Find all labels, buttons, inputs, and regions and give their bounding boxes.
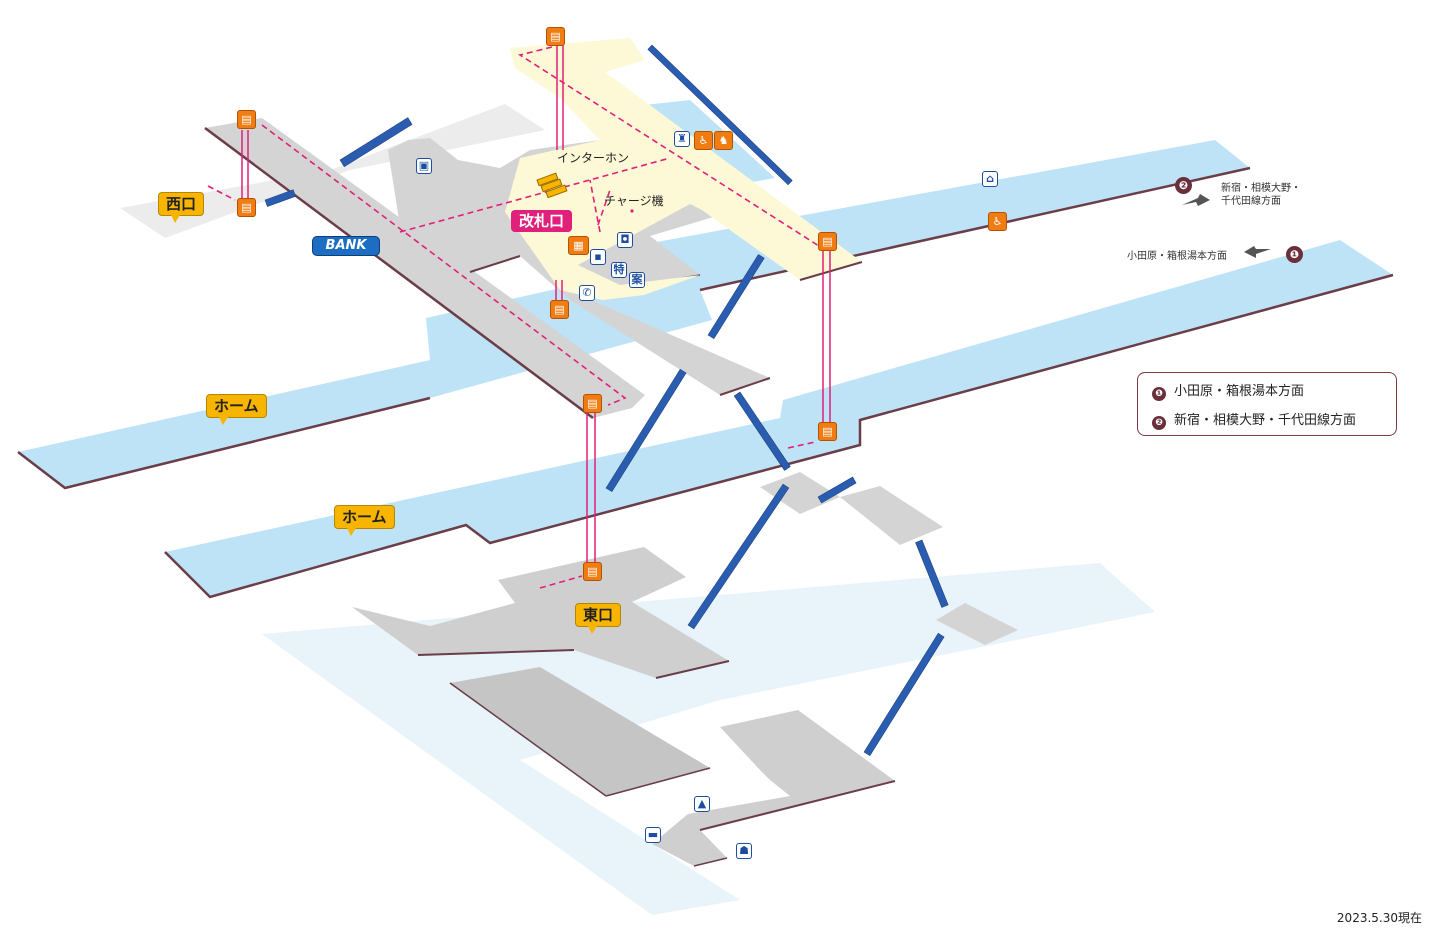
accessible-route <box>207 46 823 589</box>
elevator-icon: ▤ <box>237 110 256 129</box>
ticket-machine-icon: ▦ <box>568 236 589 255</box>
west-concourse <box>205 118 645 418</box>
legend-text-2: 新宿・相模大野・千代田線方面 <box>1174 413 1357 428</box>
direction-north-line2: 千代田線方面 <box>1221 196 1281 207</box>
ticket-gate-label: 改札口 <box>511 210 573 232</box>
direction-south-text: 小田原・箱根湯本方面 <box>1127 251 1227 262</box>
elevator-icon: ▤ <box>818 422 837 441</box>
toilet-icon: ♜ <box>674 131 690 147</box>
elevator-shafts <box>241 45 831 570</box>
taxi-icon: ▲ <box>694 796 710 812</box>
legend-number-2: ❷ <box>1152 416 1166 430</box>
stair-landing-1 <box>760 472 840 514</box>
direction-north-line1: 新宿・相模大野・ <box>1221 183 1301 194</box>
police-icon: ☗ <box>736 843 752 859</box>
wheelchair-space-icon: ♿ <box>988 212 1007 231</box>
elevator-icon: ▤ <box>546 27 565 46</box>
ticket-office-icon: ▪ <box>590 249 606 265</box>
legend-number-1: ❶ <box>1152 387 1166 401</box>
elevator-icon: ▤ <box>237 198 256 217</box>
locker-icon: ▣ <box>416 158 432 174</box>
bank-sign: BANK <box>312 236 380 256</box>
east-exit-plaza <box>352 547 729 678</box>
east-sidewalk <box>652 710 895 866</box>
direction-number-2: ❷ <box>1175 177 1192 194</box>
elevator-icon: ▤ <box>583 562 602 581</box>
legend-row-2: ❷ 新宿・相模大野・千代田線方面 <box>1152 409 1356 430</box>
info-icon: 案 <box>629 272 645 288</box>
lower-platform <box>165 240 1393 597</box>
legend-text-1: 小田原・箱根湯本方面 <box>1174 384 1305 399</box>
lower-platform-label: ホーム <box>334 505 395 536</box>
west-exit-label: 西口 <box>158 192 205 223</box>
charge-machine-dot <box>630 209 634 213</box>
reserved-seat-icon: 特 <box>611 262 627 278</box>
east-exit-label: 東口 <box>575 603 622 634</box>
stair-landing-3 <box>936 603 1018 645</box>
elevator-icon: ▤ <box>583 394 602 413</box>
nursing-room-icon: ♞ <box>714 131 733 150</box>
elevator-icon: ▤ <box>550 300 569 319</box>
upper-platform <box>18 140 1250 488</box>
stairs <box>264 44 949 757</box>
ticket-gates <box>536 172 568 199</box>
legend-row-1: ❶ 小田原・箱根湯本方面 <box>1152 380 1304 401</box>
wheelchair-icon: ♿ <box>694 131 713 150</box>
stair-landing-2 <box>840 486 943 545</box>
bus-rotary-island <box>450 667 710 796</box>
platform-stair-icon: ⌂ <box>982 171 998 187</box>
elevator-icon: ▤ <box>818 232 837 251</box>
upper-platform-label: ホーム <box>206 394 267 425</box>
direction-legend: ❶ 小田原・箱根湯本方面 ❷ 新宿・相模大野・千代田線方面 <box>1137 372 1397 436</box>
arrow-south <box>1244 246 1271 258</box>
bus-icon: ▬ <box>645 827 661 843</box>
arrow-north <box>1182 194 1210 206</box>
map-date: 2023.5.30現在 <box>1336 911 1422 925</box>
phone-icon: ✆ <box>579 285 595 301</box>
ticket-gate-area <box>505 38 862 300</box>
station-office-icon: ◘ <box>617 232 633 248</box>
charge-machine-label: チャージ機 <box>604 194 664 208</box>
intercom-label: インターホン <box>557 151 630 165</box>
direction-number-1: ❶ <box>1286 246 1303 263</box>
